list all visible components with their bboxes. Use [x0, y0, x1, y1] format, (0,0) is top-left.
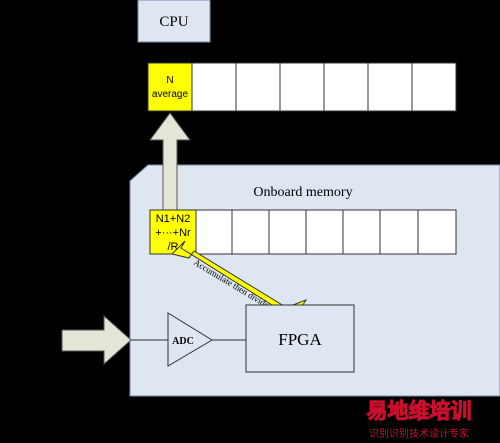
onboard-memory-cell	[342, 209, 381, 255]
onboard-memory-cell	[195, 209, 233, 255]
fpga-block: FPGA	[245, 304, 355, 373]
top-buffer-cell	[367, 62, 413, 112]
top-buffer: N average	[147, 62, 457, 112]
onboard-memory-cell	[231, 209, 270, 255]
cpu-box-rect	[137, 0, 211, 43]
up-arrow	[149, 112, 191, 211]
accumulate-arrow-shape	[171, 240, 308, 315]
onboard-memory-cell	[417, 209, 457, 255]
top-buffer-first-cell-line-1: N	[166, 75, 173, 86]
onboard-memory-cell	[379, 209, 419, 255]
top-buffer-cell	[235, 62, 281, 112]
cpu-box: CPU	[137, 0, 211, 43]
watermark-line-1: 易地维培训	[367, 399, 472, 423]
onboard-memory-first-cell-line-1: N1+N2	[156, 213, 191, 225]
top-buffer-cell	[411, 62, 457, 112]
onboard-memory-cell	[268, 209, 307, 255]
onboard-memory-title: Onboard memory	[253, 185, 352, 200]
top-buffer-first-cell	[147, 62, 193, 112]
onboard-memory-first-cell-line-3: /R	[168, 241, 179, 253]
adc-triangle	[167, 312, 213, 367]
top-buffer-cell	[323, 62, 369, 112]
onboard-memory-row: N1+N2 +···+Nr /R	[149, 209, 457, 255]
top-buffer-cell	[279, 62, 325, 112]
fpga-box	[245, 304, 355, 373]
adc-block: ADC	[167, 312, 213, 367]
fpga-label: FPGA	[278, 330, 322, 349]
adc-label: ADC	[172, 336, 194, 347]
watermark-line-2: 识别识别技术设计专家	[369, 427, 469, 440]
cpu-label: CPU	[159, 14, 188, 30]
onboard-memory-first-cell-line-2: +···+Nr	[155, 227, 191, 239]
onboard-memory-cell	[305, 209, 344, 255]
top-buffer-cell	[191, 62, 237, 112]
top-buffer-first-cell-line-2: average	[152, 89, 189, 100]
watermark: 易地维培训 识别识别技术设计专家	[366, 399, 472, 441]
input-arrow	[61, 314, 132, 366]
